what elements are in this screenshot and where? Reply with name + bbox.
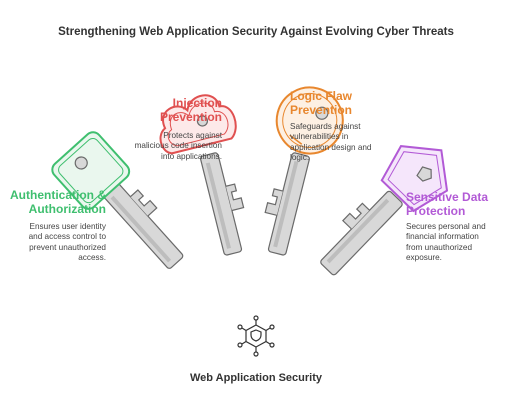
description-line: application design and xyxy=(290,142,372,152)
heading-line: Authorization xyxy=(28,202,106,216)
description-line: Ensures user identity xyxy=(29,222,106,231)
description-line: prevent unauthorized xyxy=(29,242,106,252)
purple-key xyxy=(320,145,449,276)
security-hexagon-shield-icon xyxy=(237,315,275,357)
heading-line: Protection xyxy=(406,204,466,218)
sensitive-data-heading: Sensitive Data Protection xyxy=(406,190,506,218)
center-label: Web Application Security xyxy=(189,372,323,384)
description-line: logic. xyxy=(290,152,310,162)
sensitive-data-description: Secures personal and financial informati… xyxy=(406,222,502,263)
description-line: from unauthorized xyxy=(406,242,472,252)
logic-flaw-heading: Logic Flaw Prevention xyxy=(290,89,400,117)
heading-line: Prevention xyxy=(290,103,353,117)
heading-line: Prevention xyxy=(159,110,222,124)
red-key xyxy=(159,94,245,256)
description-line: access. xyxy=(78,252,106,262)
logic-flaw-description: Safeguards against vulnerabilities in ap… xyxy=(290,122,390,163)
description-line: malicious code insertion xyxy=(134,141,222,151)
authentication-heading: Authentication & Authorization xyxy=(6,188,106,216)
description-line: Safeguards against xyxy=(290,122,361,131)
description-line: into applications. xyxy=(161,151,222,161)
authentication-description: Ensures user identity and access control… xyxy=(6,222,106,263)
description-line: Secures personal and xyxy=(406,222,486,231)
heading-line: Sensitive Data xyxy=(406,190,489,204)
description-line: financial information xyxy=(406,232,479,242)
description-line: Protects against xyxy=(163,131,222,140)
orange-key xyxy=(264,86,344,256)
green-key xyxy=(51,131,184,269)
description-line: and access control to xyxy=(28,232,106,242)
description-line: vulnerabilities in xyxy=(290,132,349,142)
heading-line: Injection xyxy=(172,96,222,110)
injection-description: Protects against malicious code insertio… xyxy=(124,131,222,162)
heading-line: Authentication & xyxy=(10,188,106,202)
description-line: exposure. xyxy=(406,252,442,262)
heading-line: Logic Flaw xyxy=(290,89,353,103)
injection-heading: Injection Prevention xyxy=(150,96,222,124)
diagram-title: Strengthening Web Application Security A… xyxy=(58,26,454,38)
